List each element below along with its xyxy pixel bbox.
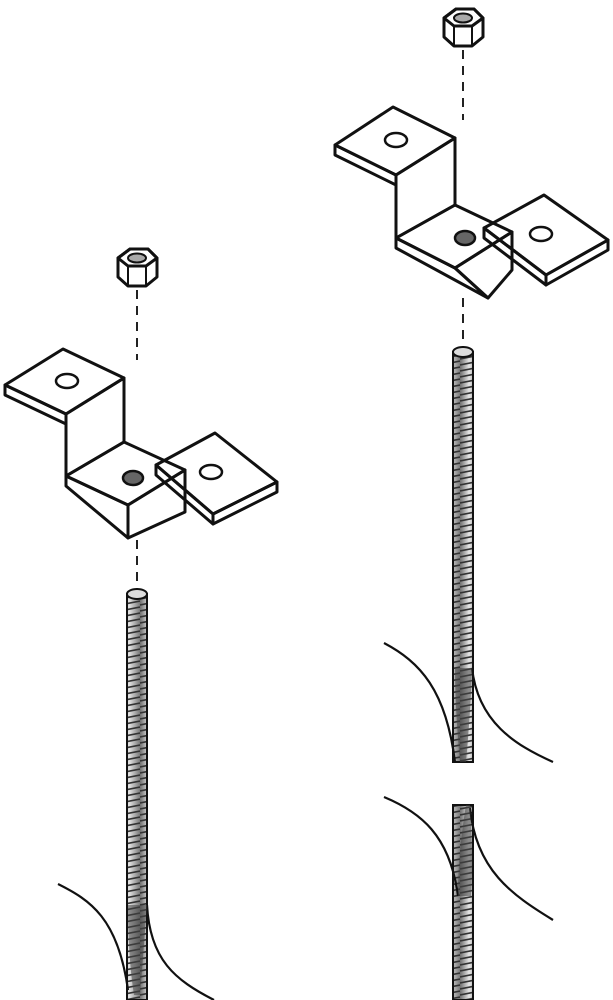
left-assembly [3,247,279,1000]
z-bracket-icon [333,105,610,300]
hex-nut-icon [116,247,159,288]
hex-nut-icon [442,7,485,48]
right-assembly [333,7,610,1000]
threaded-rod-icon [126,588,148,1000]
break-line-icon [383,795,554,921]
z-bracket-icon [3,347,279,540]
break-line-icon [57,883,215,1000]
break-line-icon [383,642,554,764]
